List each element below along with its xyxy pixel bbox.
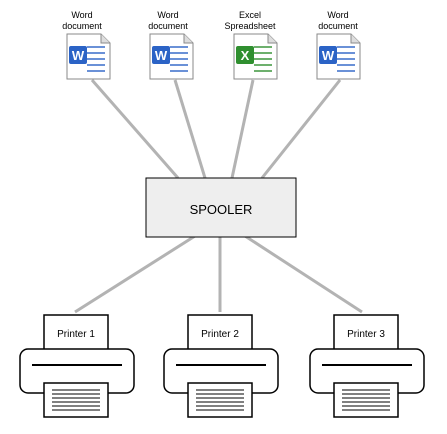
document-label-2: Word document (148, 10, 188, 31)
connector-doc-1 (90, 79, 180, 179)
printer-2: Printer 2 (163, 314, 279, 418)
connector-doc-3 (230, 79, 255, 179)
document-label-3: Excel Spreadsheet (224, 10, 276, 31)
document-connectors (90, 79, 342, 179)
printer-output-paper (187, 382, 253, 418)
word-document-icon: W (66, 33, 111, 80)
spooler-box (145, 177, 297, 238)
document-label-4: Word document (318, 10, 358, 31)
document-label-1: Word document (62, 10, 102, 31)
spooler-label: SPOOLER (190, 202, 253, 217)
printer-label: Printer 2 (201, 329, 239, 340)
printer-output-paper (333, 382, 399, 418)
word-document-icon-letter: W (72, 48, 85, 63)
spooler-node: SPOOLER (145, 177, 297, 238)
connector-doc-2 (173, 79, 207, 179)
connector-printer-1 (74, 234, 196, 314)
printer-paper-top (43, 314, 109, 352)
printer-connectors (74, 234, 363, 314)
word-document-icon-letter: W (155, 48, 168, 63)
word-document-icon: W (316, 33, 361, 80)
excel-spreadsheet-icon-letter: X (241, 48, 250, 63)
printer-label: Printer 1 (57, 329, 95, 340)
printer-3: Printer 3 (309, 314, 425, 418)
printer-paper-top (187, 314, 253, 352)
connector-doc-4 (260, 79, 342, 179)
printer-label: Printer 3 (347, 329, 385, 340)
excel-spreadsheet-icon: X (233, 33, 278, 80)
printer-output-paper (43, 382, 109, 418)
connector-printer-3 (244, 234, 363, 314)
word-document-icon-letter: W (322, 48, 335, 63)
word-document-icon: W (149, 33, 194, 80)
printer-1: Printer 1 (19, 314, 135, 418)
printer-paper-top (333, 314, 399, 352)
